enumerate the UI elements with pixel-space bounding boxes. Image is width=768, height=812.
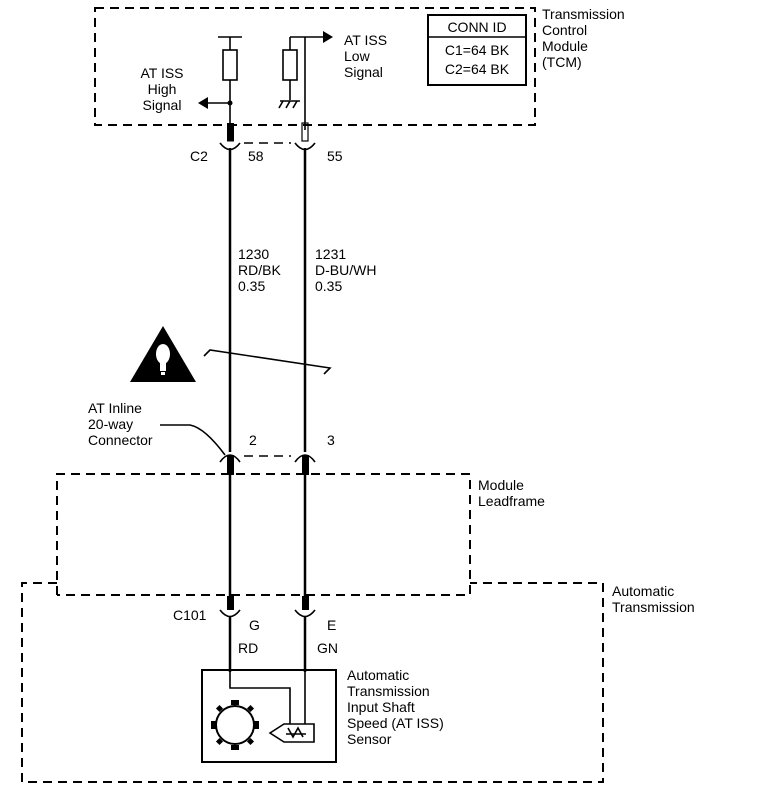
circuit-1231-gauge: 0.35 [315, 278, 342, 294]
sensor-label-line-4: Speed (AT ISS) [347, 715, 444, 731]
high-signal-line-1: AT ISS [140, 65, 183, 81]
high-signal-line-3: Signal [143, 97, 182, 113]
pulldown-resistor [282, 49, 298, 81]
pin-3-terminal [302, 455, 309, 475]
pin-58-label: 58 [248, 148, 264, 164]
low-signal-circuit: AT ISS Low Signal [278, 31, 387, 130]
tcm-connector-c2: C2 58 55 [190, 122, 343, 164]
inline-label-line-1: AT Inline [88, 400, 142, 416]
transmission-boundary [21, 582, 604, 783]
circuit-1231-label: 1231 D-BU/WH 0.35 [315, 246, 376, 294]
sensor-pickup [268, 723, 315, 743]
tcm-connector-label: C2 [190, 148, 208, 164]
inline-connector: AT Inline 20-way Connector 2 3 [88, 400, 335, 475]
high-signal-line-2: High [148, 81, 177, 97]
tcm-boundary [94, 7, 536, 126]
pin-2-terminal [227, 455, 234, 475]
pin-e-label: E [327, 617, 336, 633]
conn-id-row-2: C2=64 BK [445, 61, 510, 77]
pin-g-wire-color: RD [238, 640, 258, 656]
sensor-label-line-1: Automatic [347, 667, 409, 683]
sensor-body [201, 669, 337, 763]
tcm-module: Transmission Control Module (TCM) CONN I… [94, 6, 625, 130]
inline-pin-2-label: 2 [249, 432, 257, 448]
conn-id-box [427, 14, 527, 86]
pin-e-wire-color: GN [317, 640, 338, 656]
circuit-1230-label: 1230 RD/BK 0.35 [238, 246, 281, 294]
transmission-label-line-2: Transmission [612, 599, 695, 615]
pin-e-terminal [302, 596, 309, 610]
conn-id-table: CONN ID C1=64 BK C2=64 BK [427, 14, 527, 86]
sensor-label-line-5: Sensor [347, 731, 392, 747]
pin-55-terminal [301, 122, 309, 142]
tcm-title-line-4: (TCM) [542, 54, 582, 70]
circuit-1230-color: RD/BK [238, 262, 281, 278]
low-signal-arrow-icon [323, 31, 333, 43]
circuit-1231-number: 1231 [315, 246, 346, 262]
module-leadframe: Module Leadframe [56, 473, 545, 596]
pullup-resistor [222, 49, 238, 81]
circuit-1231-color: D-BU/WH [315, 262, 376, 278]
pin-55-label: 55 [327, 148, 343, 164]
c101-label: C101 [173, 607, 207, 623]
pin-58-terminal [227, 123, 234, 141]
sensor-coil [287, 726, 304, 739]
pin-g-terminal [227, 596, 234, 610]
pin-e-socket [294, 609, 316, 618]
inline-label-line-3: Connector [88, 432, 153, 448]
transmission-connector-c101: C101 G E RD GN [173, 596, 338, 656]
twisted-pair-indicator [203, 349, 332, 375]
transmission-label-line-1: Automatic [612, 583, 674, 599]
pin-g-label: G [249, 617, 260, 633]
sensor-label-line-3: Input Shaft [347, 699, 415, 715]
high-signal-circuit: AT ISS High Signal [140, 36, 242, 130]
caution-triangle-icon [130, 326, 196, 382]
high-signal-arrow-icon [198, 97, 208, 109]
low-signal-line-2: Low [344, 48, 371, 64]
tcm-title-line-2: Control [542, 22, 587, 38]
inline-leader-line [160, 424, 226, 456]
tcm-title-line-1: Transmission [542, 6, 625, 22]
conn-id-row-1: C1=64 BK [445, 42, 510, 58]
low-signal-line-1: AT ISS [344, 32, 387, 48]
automatic-transmission: Automatic Transmission [21, 582, 695, 783]
leadframe-label-line-2: Leadframe [478, 493, 545, 509]
low-signal-line-3: Signal [344, 64, 383, 80]
tcm-title-line-3: Module [542, 38, 588, 54]
at-iss-sensor: Automatic Transmission Input Shaft Speed… [201, 667, 444, 763]
circuit-1230-number: 1230 [238, 246, 269, 262]
circuit-1230-gauge: 0.35 [238, 278, 265, 294]
conn-id-header: CONN ID [447, 19, 506, 35]
inline-pin-3-label: 3 [327, 432, 335, 448]
leadframe-boundary [56, 473, 471, 596]
inline-label-line-2: 20-way [88, 416, 133, 432]
pin-g-socket [219, 609, 241, 618]
tone-wheel-icon [211, 700, 259, 750]
ground-icon [278, 100, 300, 109]
sensor-label-line-2: Transmission [347, 683, 430, 699]
leadframe-label-line-1: Module [478, 477, 524, 493]
